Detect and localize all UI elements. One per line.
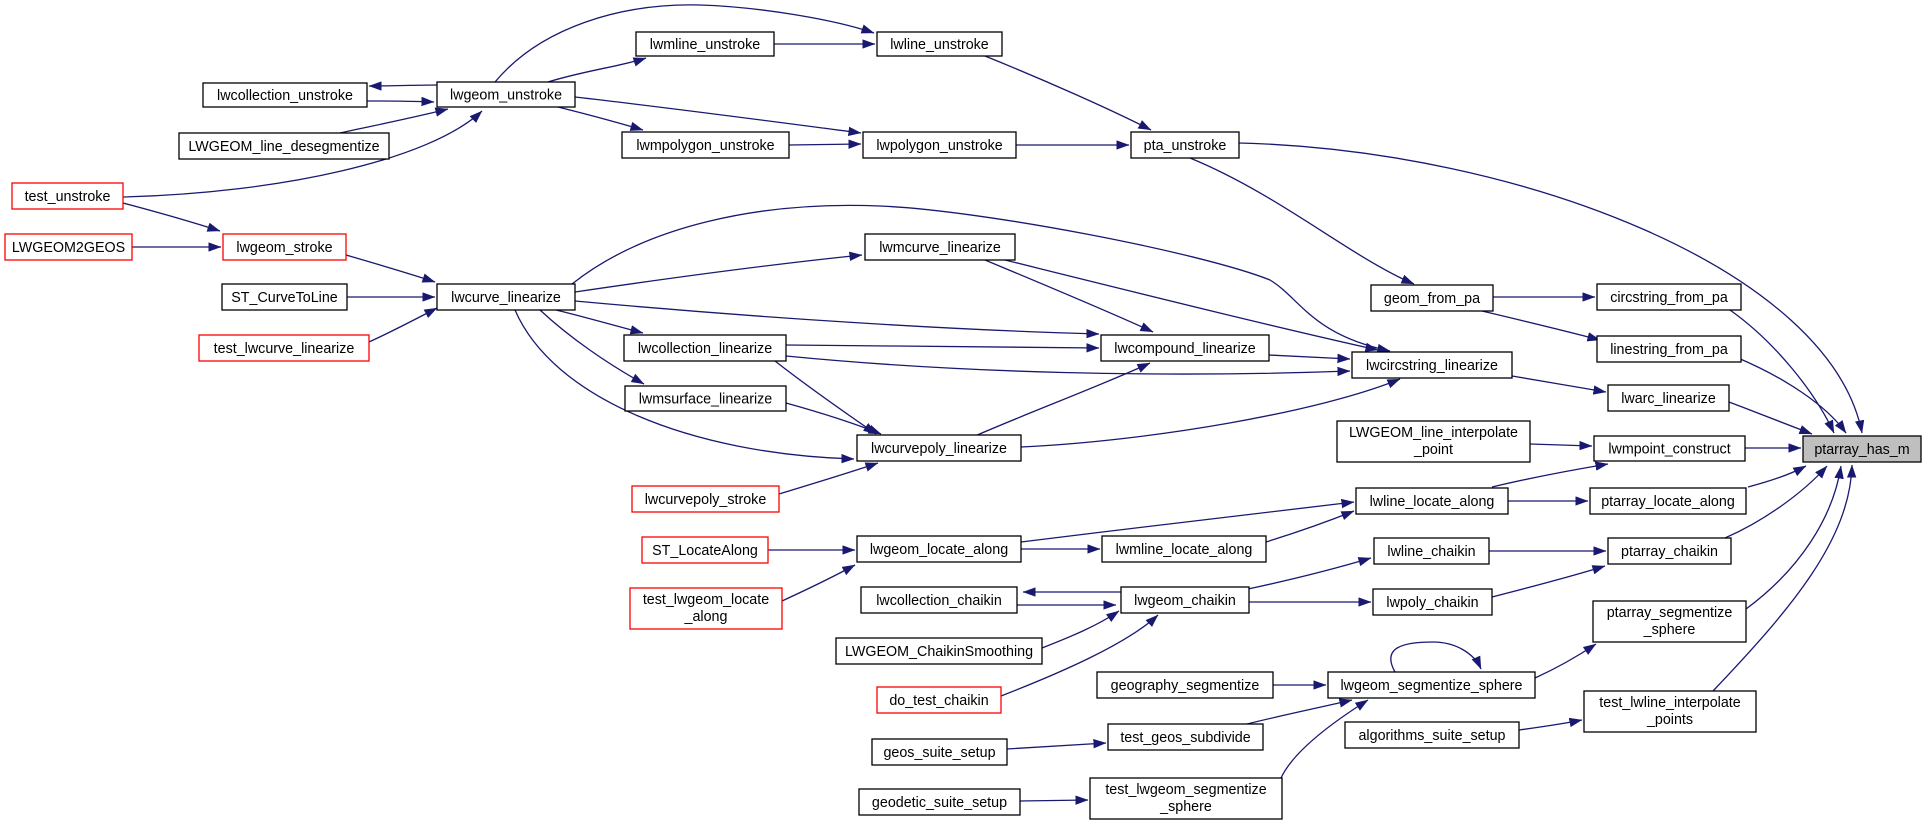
svg-text:lwcircstring_linearize: lwcircstring_linearize bbox=[1366, 358, 1498, 374]
svg-text:ptarray_locate_along: ptarray_locate_along bbox=[1601, 494, 1735, 510]
svg-text:test_lwgeom_segmentize: test_lwgeom_segmentize bbox=[1105, 782, 1266, 798]
svg-text:lwcurvepoly_linearize: lwcurvepoly_linearize bbox=[871, 441, 1007, 457]
svg-text:lwpolygon_unstroke: lwpolygon_unstroke bbox=[876, 138, 1002, 154]
svg-text:lwmpolygon_unstroke: lwmpolygon_unstroke bbox=[636, 138, 774, 154]
svg-text:LWGEOM2GEOS: LWGEOM2GEOS bbox=[12, 240, 125, 256]
svg-text:lwmsurface_linearize: lwmsurface_linearize bbox=[639, 392, 773, 408]
svg-text:lwpoly_chaikin: lwpoly_chaikin bbox=[1386, 595, 1478, 611]
svg-text:_along: _along bbox=[684, 609, 728, 625]
svg-text:lwline_chaikin: lwline_chaikin bbox=[1387, 544, 1475, 560]
svg-text:ST_LocateAlong: ST_LocateAlong bbox=[652, 543, 758, 559]
svg-text:geodetic_suite_setup: geodetic_suite_setup bbox=[872, 795, 1007, 811]
svg-text:lwline_locate_along: lwline_locate_along bbox=[1370, 494, 1495, 510]
svg-text:ptarray_has_m: ptarray_has_m bbox=[1814, 442, 1909, 458]
svg-text:lwgeom_locate_along: lwgeom_locate_along bbox=[870, 542, 1008, 558]
svg-text:_sphere: _sphere bbox=[1643, 622, 1696, 638]
svg-text:lwgeom_unstroke: lwgeom_unstroke bbox=[450, 88, 562, 104]
svg-text:lwmcurve_linearize: lwmcurve_linearize bbox=[879, 240, 1001, 256]
svg-text:_point: _point bbox=[1413, 442, 1453, 458]
svg-text:lwmline_locate_along: lwmline_locate_along bbox=[1116, 542, 1253, 558]
svg-text:geos_suite_setup: geos_suite_setup bbox=[883, 745, 995, 761]
svg-text:ST_CurveToLine: ST_CurveToLine bbox=[231, 290, 338, 306]
svg-text:algorithms_suite_setup: algorithms_suite_setup bbox=[1358, 728, 1505, 744]
svg-text:lwgeom_chaikin: lwgeom_chaikin bbox=[1134, 593, 1236, 609]
svg-text:lwmpoint_construct: lwmpoint_construct bbox=[1608, 442, 1730, 458]
svg-text:test_unstroke: test_unstroke bbox=[25, 189, 111, 205]
svg-text:do_test_chaikin: do_test_chaikin bbox=[889, 693, 988, 709]
svg-text:ptarray_chaikin: ptarray_chaikin bbox=[1621, 544, 1718, 560]
svg-text:lwcollection_chaikin: lwcollection_chaikin bbox=[876, 593, 1002, 609]
svg-text:LWGEOM_ChaikinSmoothing: LWGEOM_ChaikinSmoothing bbox=[845, 644, 1033, 660]
svg-text:circstring_from_pa: circstring_from_pa bbox=[1610, 290, 1728, 306]
svg-text:lwgeom_stroke: lwgeom_stroke bbox=[236, 240, 332, 256]
svg-text:test_lwgeom_locate: test_lwgeom_locate bbox=[643, 592, 769, 608]
svg-text:ptarray_segmentize: ptarray_segmentize bbox=[1607, 605, 1733, 621]
svg-text:test_geos_subdivide: test_geos_subdivide bbox=[1120, 730, 1250, 746]
svg-text:lwcurvepoly_stroke: lwcurvepoly_stroke bbox=[645, 492, 767, 508]
svg-text:pta_unstroke: pta_unstroke bbox=[1144, 138, 1227, 154]
svg-text:geography_segmentize: geography_segmentize bbox=[1111, 678, 1260, 694]
svg-text:lwarc_linearize: lwarc_linearize bbox=[1621, 391, 1716, 407]
svg-text:lwcollection_unstroke: lwcollection_unstroke bbox=[217, 88, 353, 104]
svg-text:_sphere: _sphere bbox=[1159, 799, 1212, 815]
svg-text:lwcompound_linearize: lwcompound_linearize bbox=[1114, 341, 1256, 357]
svg-text:lwcollection_linearize: lwcollection_linearize bbox=[638, 341, 772, 357]
svg-text:test_lwline_interpolate: test_lwline_interpolate bbox=[1599, 695, 1741, 711]
svg-text:lwmline_unstroke: lwmline_unstroke bbox=[650, 37, 761, 53]
svg-text:linestring_from_pa: linestring_from_pa bbox=[1610, 342, 1728, 358]
svg-text:_points: _points bbox=[1646, 712, 1693, 728]
svg-text:lwcurve_linearize: lwcurve_linearize bbox=[451, 290, 561, 306]
svg-text:LWGEOM_line_desegmentize: LWGEOM_line_desegmentize bbox=[188, 139, 379, 155]
svg-text:lwgeom_segmentize_sphere: lwgeom_segmentize_sphere bbox=[1341, 678, 1523, 694]
svg-text:LWGEOM_line_interpolate: LWGEOM_line_interpolate bbox=[1349, 425, 1518, 441]
svg-text:lwline_unstroke: lwline_unstroke bbox=[890, 37, 989, 53]
svg-text:test_lwcurve_linearize: test_lwcurve_linearize bbox=[214, 341, 355, 357]
svg-text:geom_from_pa: geom_from_pa bbox=[1384, 291, 1480, 307]
